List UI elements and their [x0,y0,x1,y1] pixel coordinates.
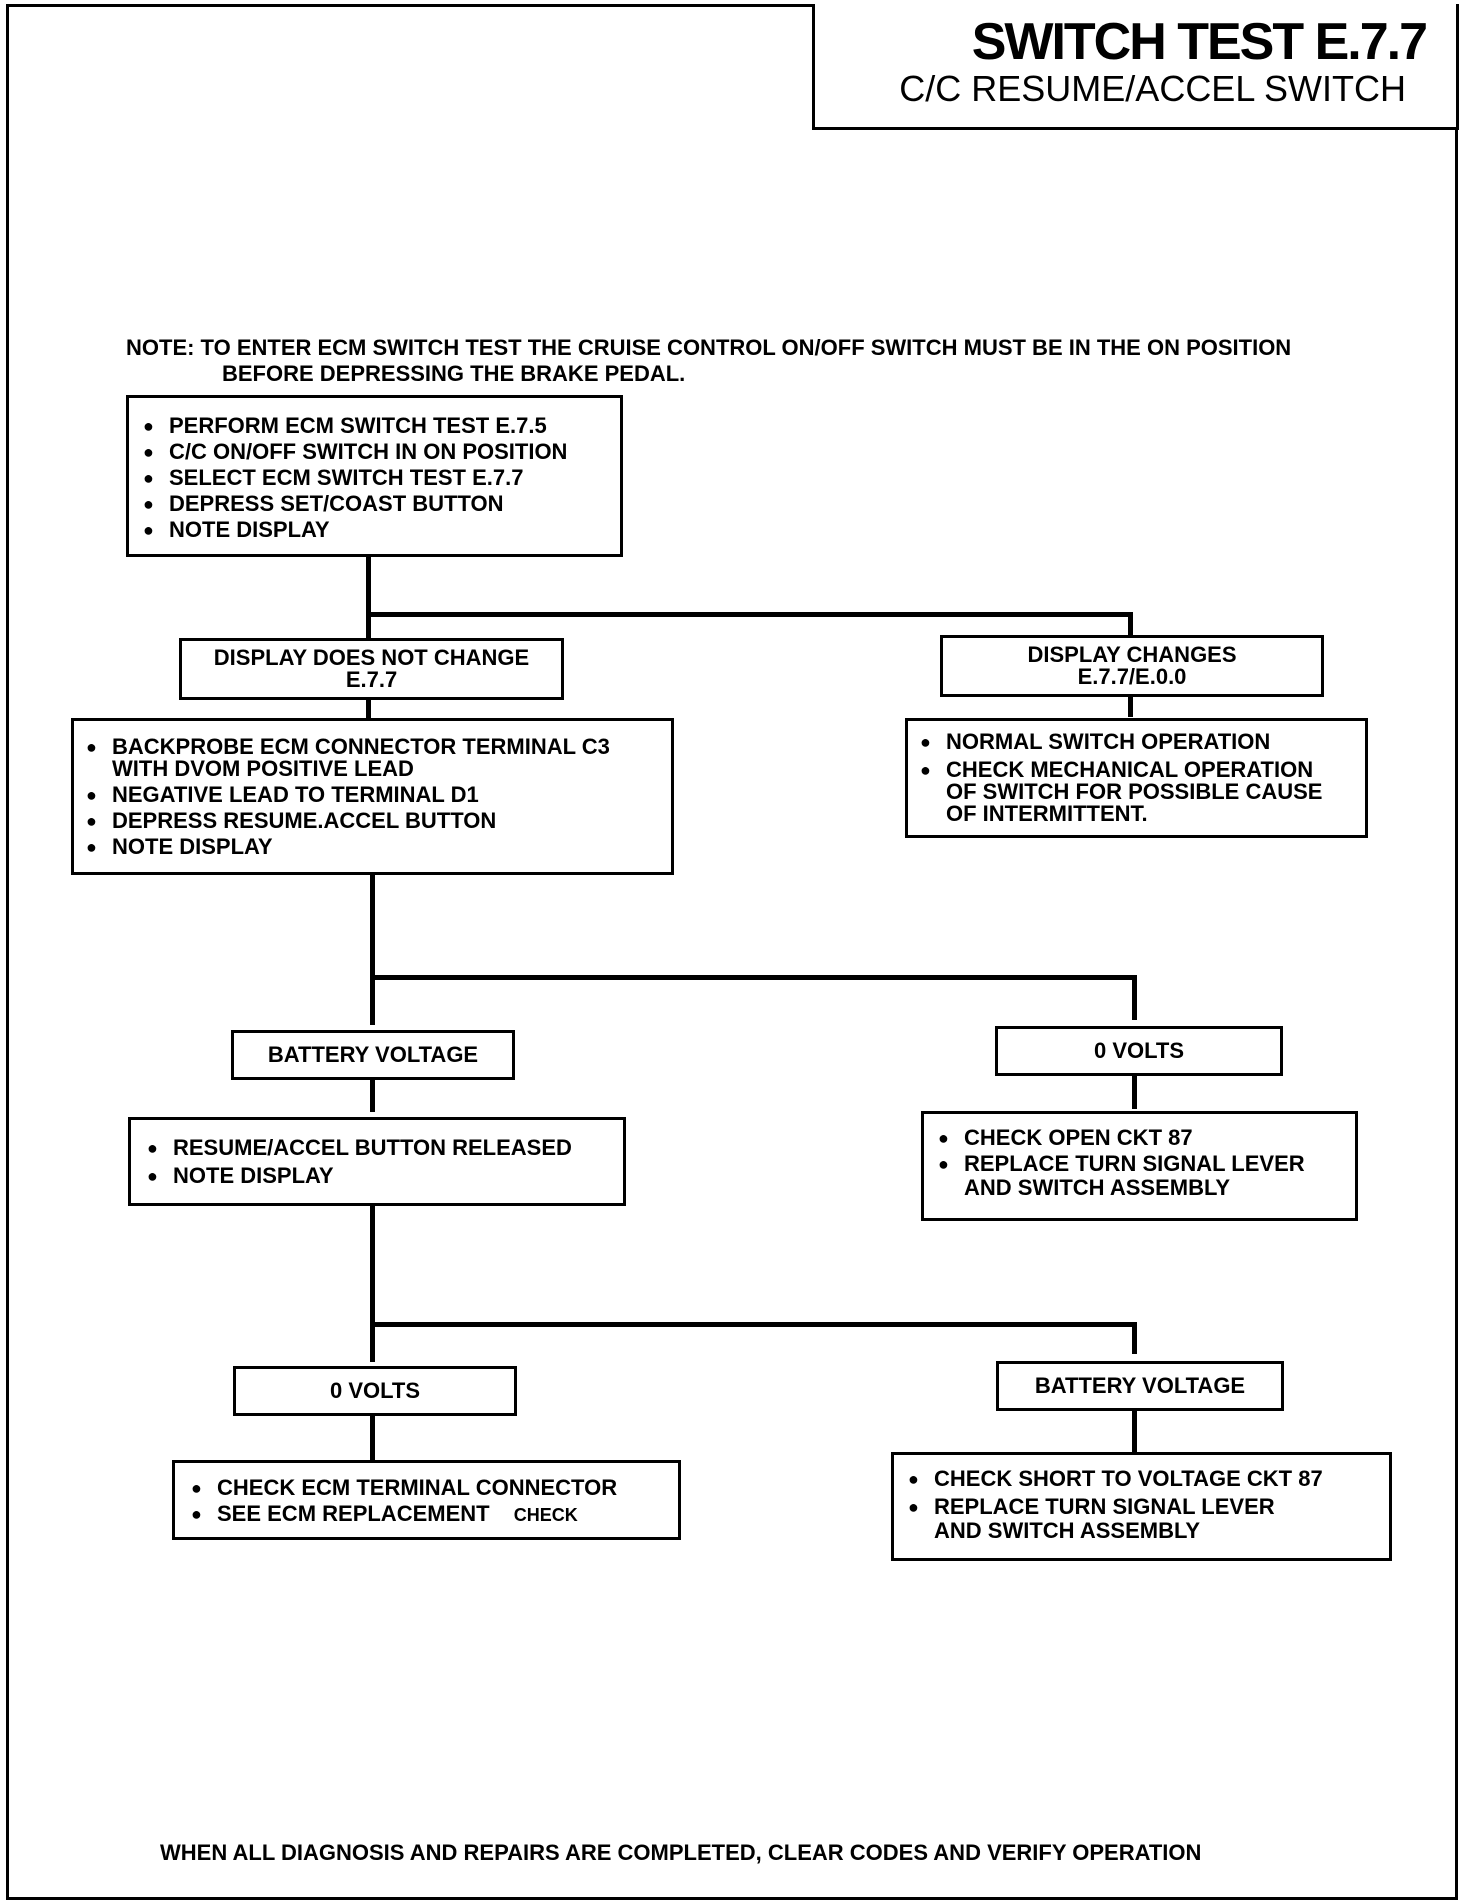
entry-note: NOTE: TO ENTER ECM SWITCH TEST THE CRUIS… [126,335,1291,387]
procedure-step: SEE ECM REPLACEMENT CHECK [189,1501,678,1528]
procedure-step: DEPRESS RESUME.ACCEL BUTTON [84,810,671,833]
procedure-step: BACKPROBE ECM CONNECTOR TERMINAL C3 WITH… [84,736,632,780]
note-line-2: BEFORE DEPRESSING THE BRAKE PEDAL. [222,361,686,386]
result-label: BATTERY VOLTAGE [267,1042,479,1067]
page-title: SWITCH TEST E.7.7 [971,13,1428,71]
connector [370,1407,375,1460]
procedure-step: NOTE DISPLAY [145,1162,623,1190]
connector [370,1197,375,1362]
result-label-line: E.7.7/E.0.0 [1077,664,1187,689]
procedure-step: NORMAL SWITCH OPERATION [918,731,1365,754]
procedure-step: CHECK ECM TERMINAL CONNECTOR [189,1475,678,1501]
procedure-step: DEPRESS SET/COAST BUTTON [141,491,620,517]
procedure-step: REPLACE TURN SIGNAL LEVER AND SWITCH ASS… [906,1495,1314,1543]
open-circuit-box: CHECK OPEN CKT 87 REPLACE TURN SIGNAL LE… [921,1111,1358,1221]
connector [366,612,1133,617]
connector [1132,1402,1137,1452]
result-label-line: DISPLAY DOES NOT CHANGE [213,645,530,670]
short-to-voltage-box: CHECK SHORT TO VOLTAGE CKT 87 REPLACE TU… [891,1452,1392,1561]
title-box: SWITCH TEST E.7.7 C/C RESUME/ACCEL SWITC… [812,4,1459,130]
backprobe-steps-box: BACKPROBE ECM CONNECTOR TERMINAL C3 WITH… [71,718,674,875]
connector [1128,612,1133,636]
button-released-box: RESUME/ACCEL BUTTON RELEASED NOTE DISPLA… [128,1117,626,1206]
connector [1132,975,1137,1020]
connector [366,612,371,642]
connector [370,975,1137,980]
normal-operation-box: NORMAL SWITCH OPERATION CHECK MECHANICAL… [905,718,1368,838]
result-battery-voltage: BATTERY VOLTAGE [996,1361,1284,1411]
procedure-step: SELECT ECM SWITCH TEST E.7.7 [141,465,620,491]
page-border [6,4,1458,1900]
page-subtitle: C/C RESUME/ACCEL SWITCH [899,68,1406,109]
procedure-step: NOTE DISPLAY [84,836,671,859]
result-zero-volts: 0 VOLTS [995,1026,1283,1076]
result-label: 0 VOLTS [329,1378,421,1403]
step-text: SEE ECM REPLACEMENT [217,1501,490,1526]
handwritten-annotation: CHECK [513,1505,578,1525]
result-display-no-change: DISPLAY DOES NOT CHANGE E.7.7 [179,638,564,700]
procedure-step: NEGATIVE LEAD TO TERMINAL D1 [84,784,671,807]
connector [366,555,371,640]
ecm-connector-box: CHECK ECM TERMINAL CONNECTOR SEE ECM REP… [172,1460,681,1540]
result-display-changes: DISPLAY CHANGES E.7.7/E.0.0 [940,635,1324,697]
result-label-line: DISPLAY CHANGES [1027,642,1237,667]
connector [366,698,371,720]
procedure-step: CHECK SHORT TO VOLTAGE CKT 87 [906,1467,1389,1492]
note-line-1: NOTE: TO ENTER ECM SWITCH TEST THE CRUIS… [126,335,1292,360]
result-zero-volts: 0 VOLTS [233,1366,517,1416]
result-battery-voltage: BATTERY VOLTAGE [231,1030,515,1080]
procedure-step: REPLACE TURN SIGNAL LEVER AND SWITCH ASS… [936,1152,1344,1200]
connector [1132,1322,1137,1354]
connector [370,1322,1137,1327]
connector [370,1072,375,1112]
result-label: 0 VOLTS [1093,1038,1185,1063]
procedure-step: PERFORM ECM SWITCH TEST E.7.5 [141,413,620,439]
procedure-step: CHECK MECHANICAL OPERATION OF SWITCH FOR… [918,759,1346,825]
start-procedure-box: PERFORM ECM SWITCH TEST E.7.5 C/C ON/OFF… [126,395,623,557]
result-label: BATTERY VOLTAGE [1034,1373,1246,1398]
connector [370,873,375,1025]
procedure-step: C/C ON/OFF SWITCH IN ON POSITION [141,439,620,465]
connector [1132,1067,1137,1109]
connector [1128,695,1133,717]
procedure-step: NOTE DISPLAY [141,517,620,543]
result-label-line: E.7.7 [345,667,398,692]
procedure-step: RESUME/ACCEL BUTTON RELEASED [145,1134,623,1162]
procedure-step: CHECK OPEN CKT 87 [936,1126,1355,1151]
footer-instruction: WHEN ALL DIAGNOSIS AND REPAIRS ARE COMPL… [160,1840,1202,1865]
